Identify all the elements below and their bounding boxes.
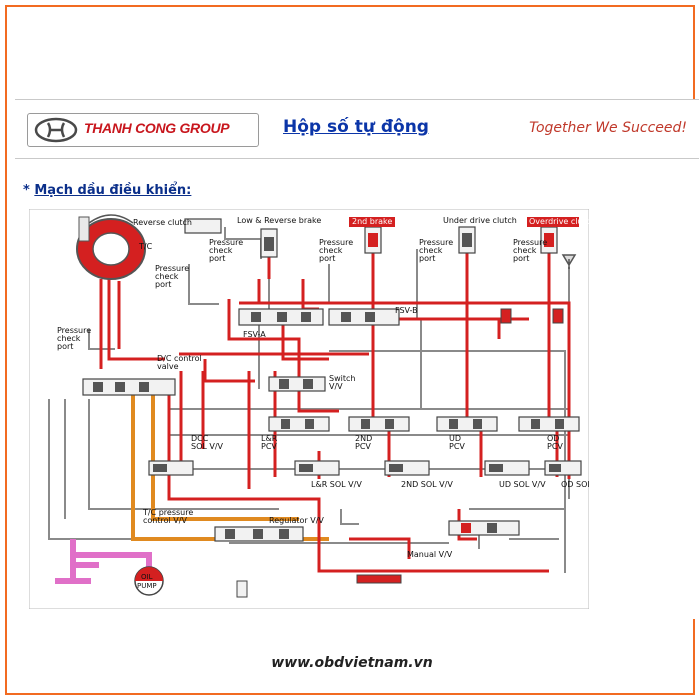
torque-converter <box>76 214 146 280</box>
od-pcv <box>518 416 580 432</box>
pressure-check-port-1-line2: check <box>155 272 179 281</box>
ud-pcv <box>436 416 498 432</box>
oil-pump <box>134 566 164 596</box>
filter-plug <box>236 580 248 598</box>
lr-pcv-line2: PCV <box>261 442 277 451</box>
drain-bracket <box>561 254 577 269</box>
hydraulic-circuit-diagram: Reverse clutch Low & Reverse brake 2nd b… <box>29 209 589 609</box>
second-brake-label: 2nd brake <box>352 217 392 226</box>
pressure-check-port-6-line1: Pressure <box>57 326 91 335</box>
dc-control-valve-line2: valve <box>157 362 179 371</box>
section-heading: * Mạch dầu điều khiển: <box>23 183 191 198</box>
logo-text: THANH CONG GROUP <box>84 120 230 136</box>
switch-vv-line1: Switch <box>329 374 355 383</box>
footer-url[interactable]: www.obdvietnam.vn <box>271 655 433 671</box>
pressure-check-port-2-line2: check <box>209 246 233 255</box>
switch-vv-line2: V/V <box>329 382 343 391</box>
pressure-check-port-2-line1: Pressure <box>209 238 243 247</box>
lr-pcv <box>268 416 330 432</box>
pressure-check-port-4-line2: check <box>419 246 443 255</box>
manual-vv-label: Manual V/V <box>407 550 453 559</box>
second-brake-actuator <box>364 226 382 254</box>
low-reverse-brake-actuator <box>260 228 278 258</box>
slide: THANH CONG GROUP Hộp số tự động Together… <box>15 99 699 619</box>
low-reverse-brake-label: Low & Reverse brake <box>237 216 321 225</box>
pressure-check-port-4-line1: Pressure <box>419 238 453 247</box>
oil-strainer <box>356 574 402 584</box>
pressure-check-port-1-line3: port <box>155 280 171 289</box>
reverse-clutch-actuator <box>184 218 222 234</box>
suction-lines <box>55 539 152 584</box>
tc-pressure-control-line1: T/C pressure <box>142 508 193 517</box>
pressure-check-port-3-line1: Pressure <box>319 238 353 247</box>
second-sol-valve <box>384 460 430 476</box>
slide-frame: THANH CONG GROUP Hộp số tự động Together… <box>5 5 699 695</box>
pressure-check-port-1-line1: Pressure <box>155 264 189 273</box>
pressure-check-port-5-line3: port <box>513 254 529 263</box>
second-pcv-line1: 2ND <box>355 434 372 443</box>
section-heading-text: Mạch dầu điều khiển: <box>34 183 192 198</box>
ud-pcv-line1: UD <box>449 434 461 443</box>
accumulator-1 <box>500 308 512 324</box>
overdrive-clutch-actuator <box>540 226 558 254</box>
dcc-sol-valve <box>148 460 194 476</box>
ud-pcv-line2: PCV <box>449 442 465 451</box>
fsv-a-label: FSV-A <box>243 330 266 339</box>
pressure-check-port-4-line3: port <box>419 254 435 263</box>
ud-sol-valve <box>484 460 530 476</box>
oil-pump-line2: PUMP <box>137 582 157 590</box>
fsv-b-valve <box>328 308 400 326</box>
manual-valve <box>448 520 520 536</box>
oil-pump-line1: OIL <box>141 573 153 581</box>
dcc-sol-vv-line1: DCC <box>191 434 209 443</box>
page-title: Hộp số tự động <box>283 117 429 137</box>
pressure-check-port-3-line2: check <box>319 246 343 255</box>
fsv-b-label: FSV-B <box>395 306 418 315</box>
lr-pcv-line1: L&R <box>261 434 278 443</box>
diagram-labels: Reverse clutch Low & Reverse brake 2nd b… <box>57 216 589 590</box>
regulator-valve <box>214 526 304 542</box>
lr-sol-valve <box>294 460 340 476</box>
dc-control-valve-line1: D/C control <box>157 354 202 363</box>
tc-label: T/C <box>138 242 153 251</box>
fsv-a-valve <box>238 308 324 326</box>
lr-sol-vv-label: L&R SOL V/V <box>311 480 362 489</box>
dcc-sol-vv-line2: SOL V/V <box>191 442 224 451</box>
company-logo: THANH CONG GROUP <box>27 113 259 147</box>
pressure-check-port-5-line2: check <box>513 246 537 255</box>
pressure-check-port-2-line3: port <box>209 254 225 263</box>
overdrive-clutch-label: Overdrive clutch <box>529 217 589 226</box>
slogan: Together We Succeed! <box>529 120 687 136</box>
ud-sol-vv-label: UD SOL V/V <box>499 480 546 489</box>
overdrive-clutch-label-bg <box>527 217 579 227</box>
under-drive-clutch-label: Under drive clutch <box>443 216 517 225</box>
od-pcv-line2: PCV <box>547 442 563 451</box>
bullet: * <box>23 183 30 198</box>
pressure-check-port-6-line3: port <box>57 342 73 351</box>
dc-control-valve <box>82 378 176 396</box>
second-pcv-line2: PCV <box>355 442 371 451</box>
hyundai-emblem-icon <box>34 117 78 143</box>
under-drive-clutch-actuator <box>458 226 476 254</box>
od-sol-vv-label: OD SOL V/V <box>561 480 589 489</box>
second-sol-vv-label: 2ND SOL V/V <box>401 480 453 489</box>
reverse-clutch-label: Reverse clutch <box>133 218 192 227</box>
switch-valve <box>268 376 326 392</box>
pressure-check-port-3-line3: port <box>319 254 335 263</box>
od-sol-valve <box>544 460 582 476</box>
regulator-vv-label: Regulator V/V <box>269 516 324 525</box>
accumulator-2 <box>552 308 564 324</box>
second-pcv <box>348 416 410 432</box>
second-brake-label-bg <box>349 217 395 227</box>
pressure-check-port-5-line1: Pressure <box>513 238 547 247</box>
od-pcv-line1: OD <box>547 434 559 443</box>
header-bar: THANH CONG GROUP Hộp số tự động Together… <box>15 99 699 159</box>
tc-pressure-control-line2: control V/V <box>143 516 187 525</box>
pressure-check-port-6-line2: check <box>57 334 81 343</box>
